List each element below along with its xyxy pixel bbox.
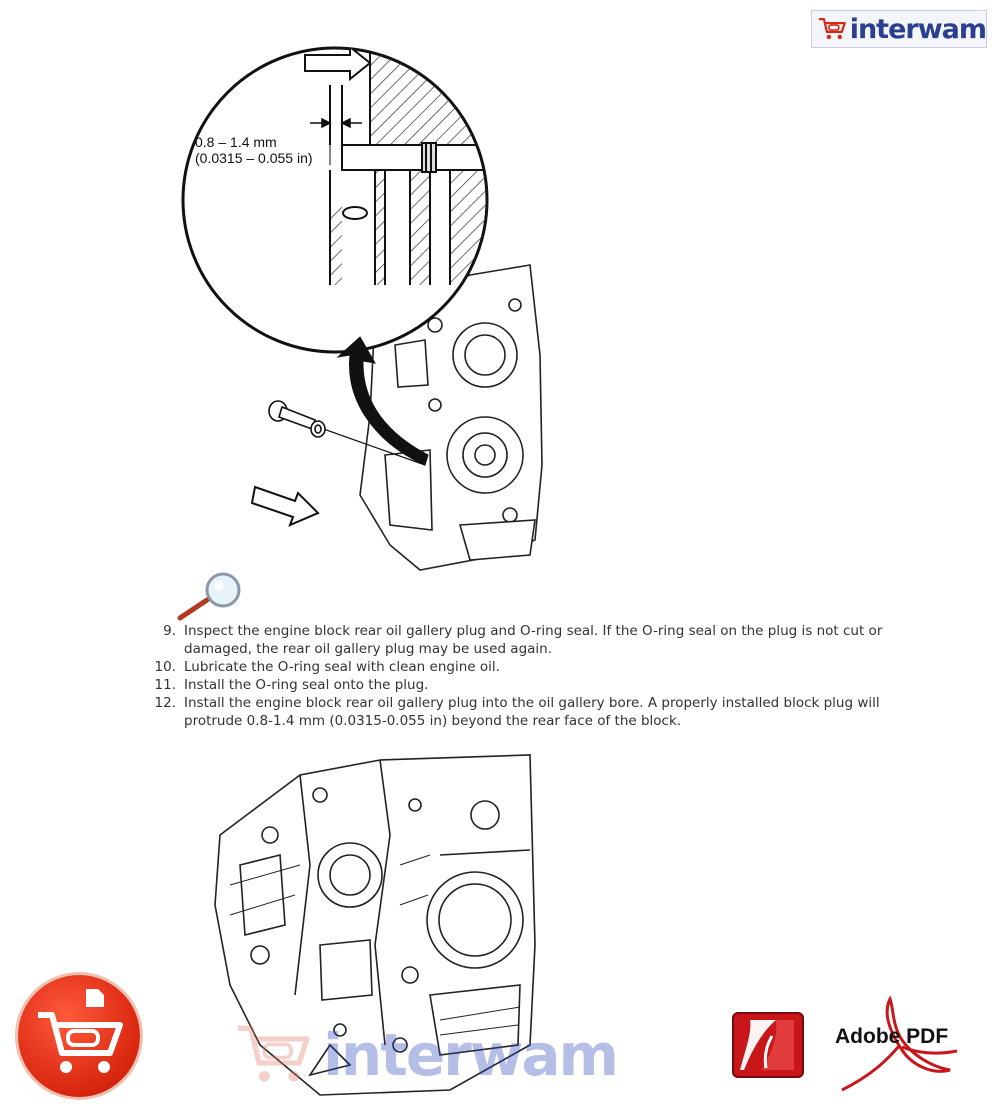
dimension-in-label: (0.0315 – 0.055 in) bbox=[195, 150, 313, 166]
store-cart-badge[interactable] bbox=[18, 975, 140, 1097]
engine-block-illustration bbox=[214, 754, 536, 1096]
adobe-pdf-logo[interactable]: Adobe PDF bbox=[832, 995, 962, 1095]
adobe-pdf-label: Adobe PDF bbox=[835, 1025, 949, 1048]
brand-name: interwam bbox=[849, 13, 987, 45]
step-number: 10. bbox=[154, 659, 176, 675]
step-item: 9. Inspect the engine block rear oil gal… bbox=[140, 622, 930, 658]
shopping-cart-icon bbox=[818, 18, 846, 40]
step-number: 12. bbox=[154, 695, 176, 711]
adobe-acrobat-icon[interactable] bbox=[732, 1012, 804, 1078]
step-item: 11. Install the O-ring seal onto the plu… bbox=[140, 676, 930, 694]
step-text: Lubricate the O-ring seal with clean eng… bbox=[184, 659, 500, 675]
dimension-mm-label: 0.8 – 1.4 mm bbox=[195, 134, 277, 150]
step-item: 10. Lubricate the O-ring seal with clean… bbox=[140, 658, 930, 676]
step-number: 9. bbox=[163, 623, 176, 639]
magnifier-icon[interactable] bbox=[175, 570, 250, 625]
oil-gallery-plug-illustration: 0.8 – 1.4 mm (0.0315 – 0.055 in) bbox=[181, 46, 543, 571]
procedure-steps: 9. Inspect the engine block rear oil gal… bbox=[140, 622, 930, 730]
interwam-logo[interactable]: interwam bbox=[811, 10, 987, 48]
adobe-acrobat-icon bbox=[841, 995, 958, 1092]
step-text: Inspect the engine block rear oil galler… bbox=[184, 623, 883, 657]
step-text: Install the O-ring seal onto the plug. bbox=[184, 677, 429, 693]
shopping-cart-icon bbox=[38, 989, 123, 1073]
step-item: 12. Install the engine block rear oil ga… bbox=[140, 694, 930, 730]
step-text: Install the engine block rear oil galler… bbox=[184, 695, 880, 729]
step-number: 11. bbox=[154, 677, 176, 693]
